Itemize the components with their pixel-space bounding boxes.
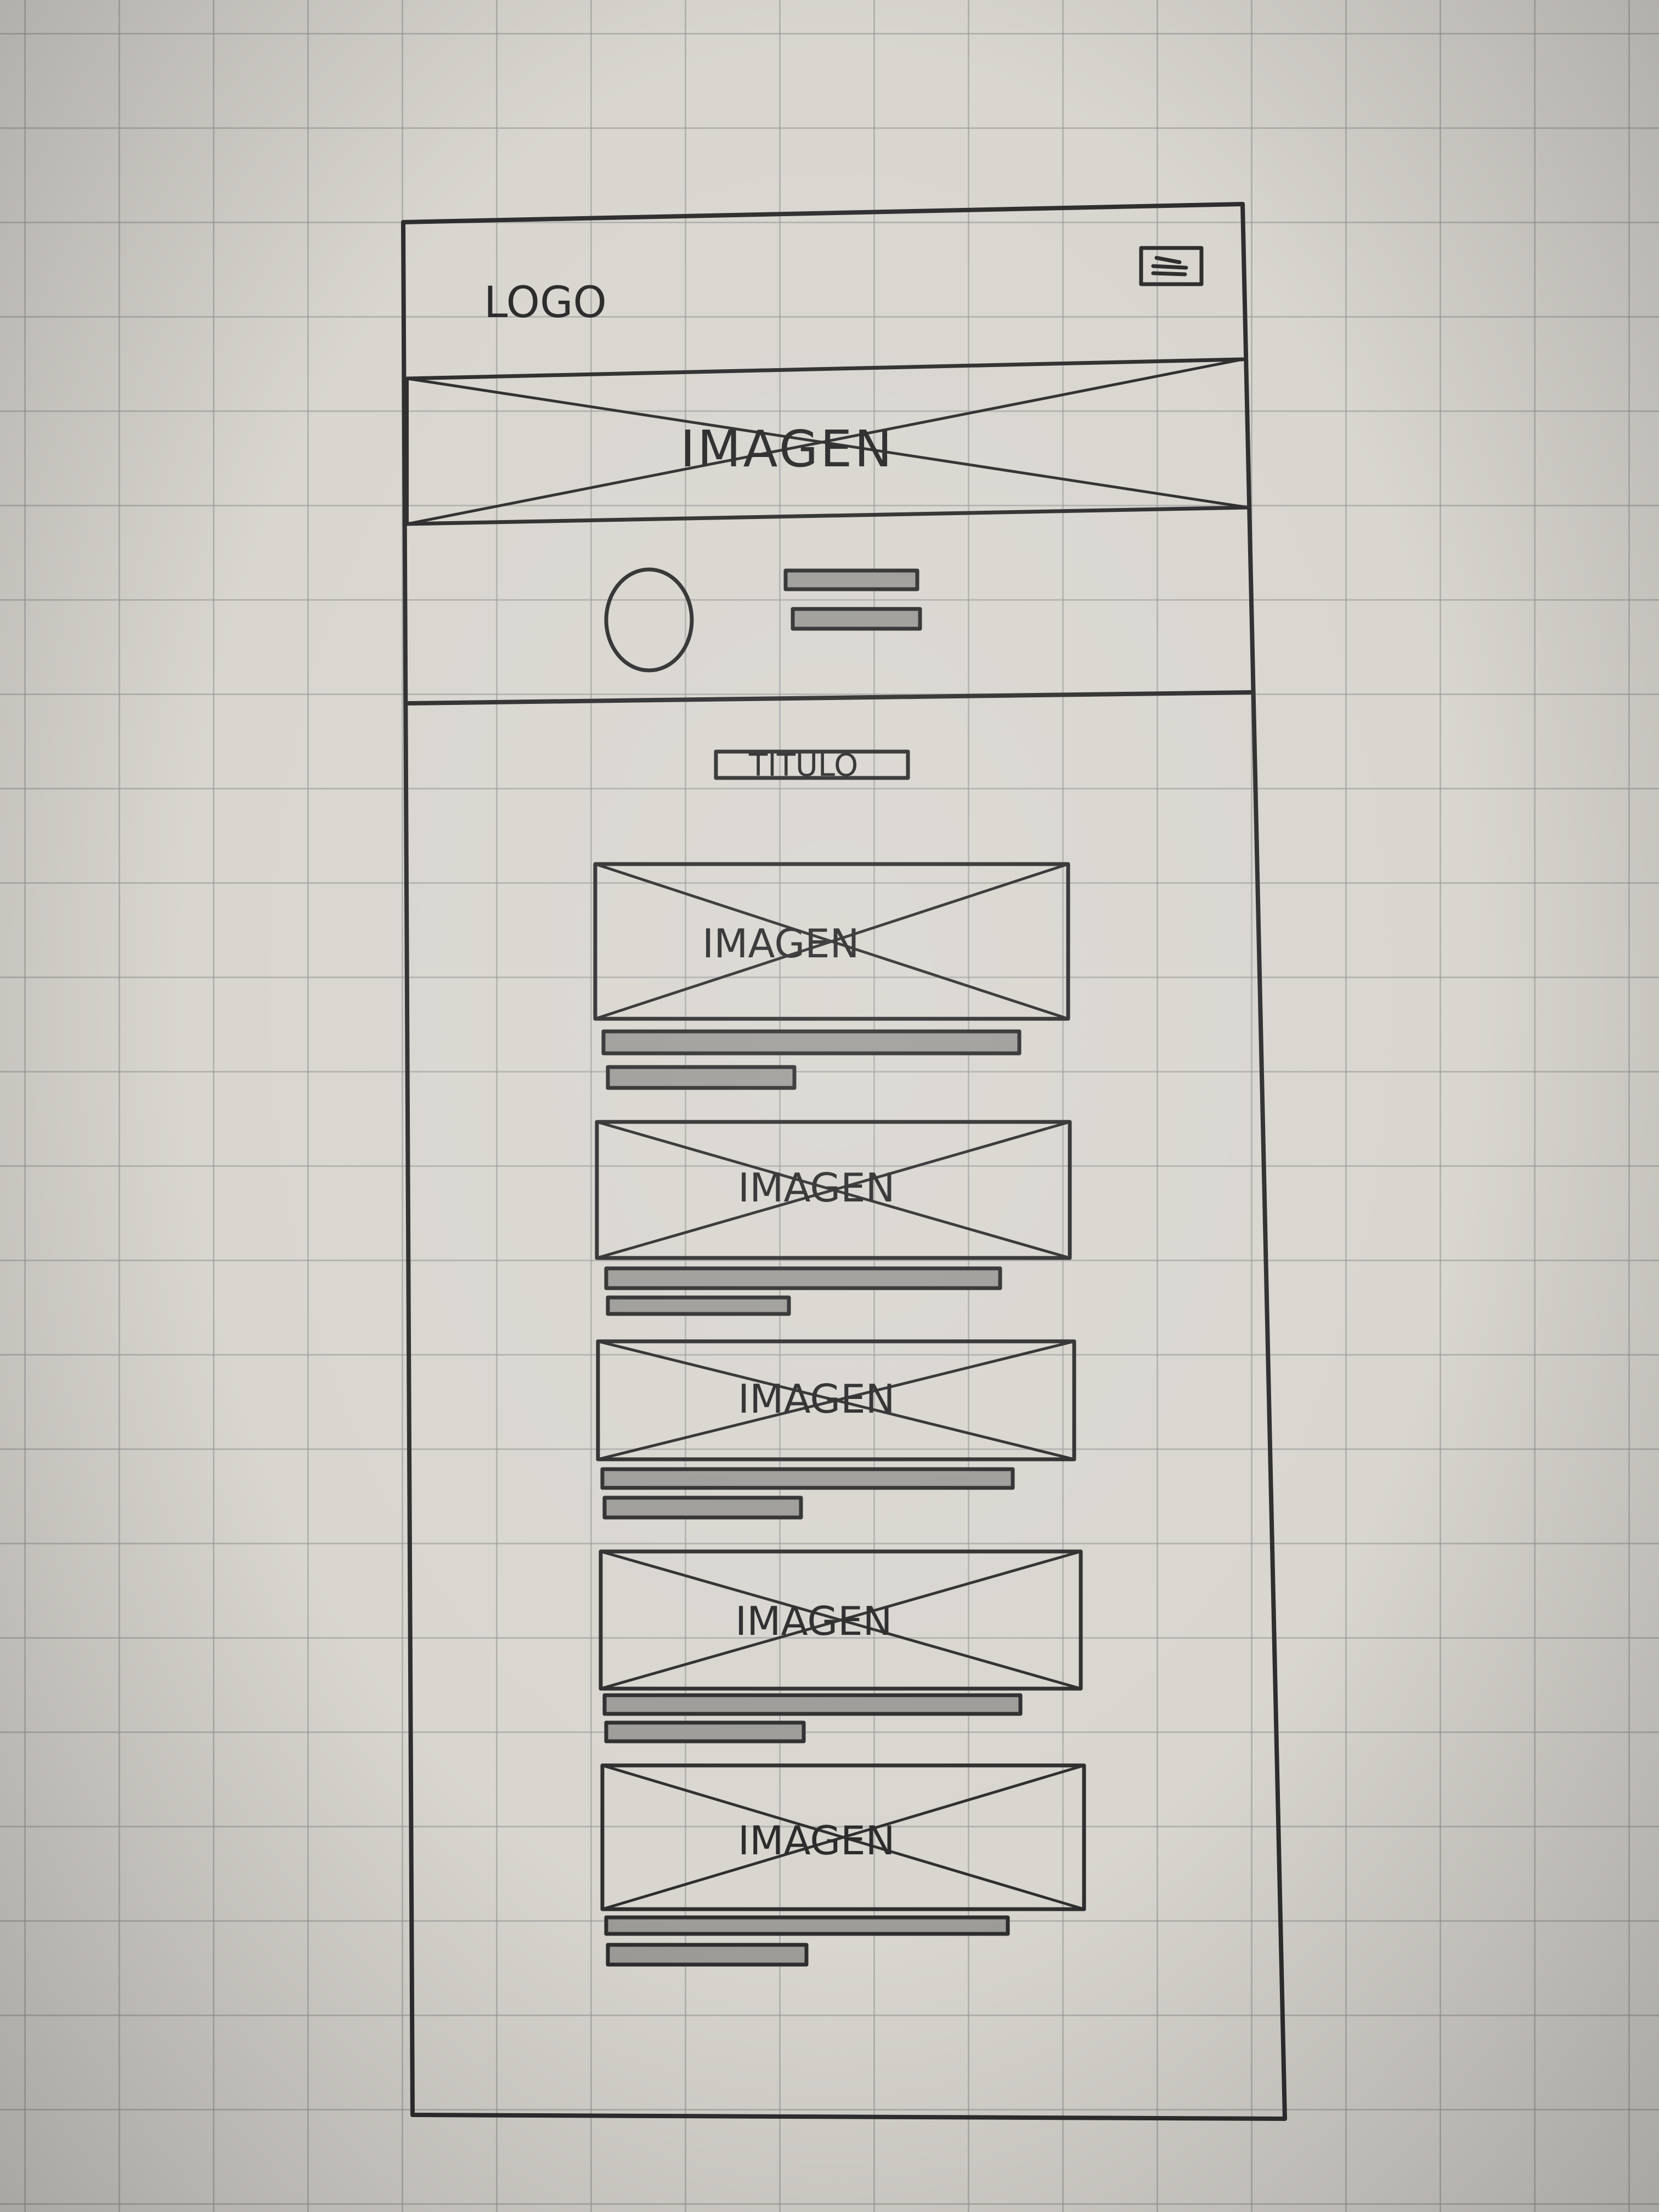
- card-text-line-1: [601, 1029, 1022, 1056]
- profile-text-line-1: [783, 568, 919, 591]
- card-image-placeholder: IMAGEN: [599, 1549, 1083, 1691]
- avatar-placeholder: [604, 567, 694, 673]
- profile-section: [405, 567, 1254, 706]
- card-text-line-2: [602, 1496, 803, 1520]
- card-image-placeholder: IMAGEN: [593, 862, 1070, 1021]
- card-text-line-2: [606, 1295, 791, 1316]
- card-image-placeholder: IMAGEN: [596, 1339, 1076, 1462]
- card-5[interactable]: IMAGEN: [600, 1763, 1086, 1967]
- title-label: TITULO: [748, 748, 858, 783]
- hero-image-label: IMAGEN: [680, 420, 894, 478]
- card-text-line-2: [604, 1720, 806, 1743]
- card-image-label: IMAGEN: [738, 1818, 895, 1864]
- title-placeholder: TITULO: [714, 748, 910, 783]
- card-image-label: IMAGEN: [702, 921, 860, 967]
- section-divider: [405, 690, 1254, 706]
- card-text-line-2: [606, 1943, 809, 1967]
- hero-image-placeholder: IMAGEN: [405, 357, 1250, 526]
- card-4[interactable]: IMAGEN: [599, 1549, 1083, 1743]
- profile-text-line-2: [791, 607, 922, 631]
- card-1[interactable]: IMAGEN: [593, 862, 1070, 1090]
- card-image-placeholder: IMAGEN: [595, 1120, 1072, 1260]
- card-image-placeholder: IMAGEN: [600, 1763, 1086, 1911]
- card-image-label: IMAGEN: [738, 1165, 895, 1211]
- logo[interactable]: LOGO: [484, 278, 607, 328]
- card-text-line-1: [600, 1467, 1015, 1490]
- card-text-line-2: [606, 1065, 797, 1090]
- card-text-line-1: [602, 1693, 1023, 1716]
- header: LOGO: [484, 246, 1204, 328]
- card-image-label: IMAGEN: [738, 1376, 895, 1422]
- card-2[interactable]: IMAGEN: [595, 1120, 1072, 1316]
- phone-frame: [401, 202, 1287, 2121]
- card-text-line-1: [604, 1915, 1010, 1936]
- card-text-line-1: [604, 1266, 1002, 1290]
- card-image-label: IMAGEN: [735, 1598, 893, 1644]
- card-3[interactable]: IMAGEN: [596, 1339, 1076, 1520]
- menu-icon[interactable]: [1139, 246, 1204, 286]
